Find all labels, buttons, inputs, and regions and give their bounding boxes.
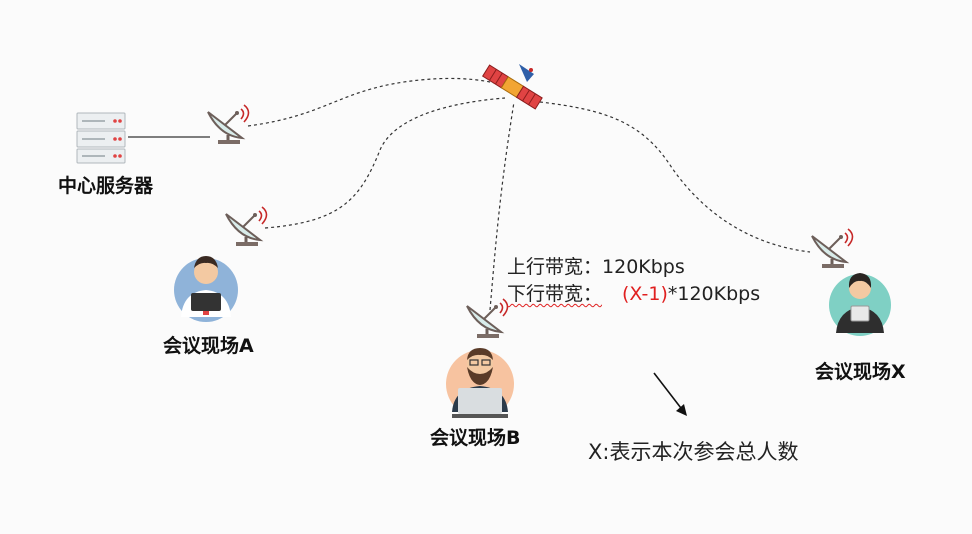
- label-site-x: 会议现场X: [815, 361, 906, 383]
- person-b-avatar: [446, 348, 514, 418]
- satellite-icon: [481, 64, 543, 110]
- arrow-icon: [653, 372, 687, 416]
- dish-site-x-icon: [810, 227, 854, 270]
- link-site-x: [521, 99, 811, 253]
- link-site-b: [489, 101, 515, 311]
- uplink-bandwidth: 上行带宽：120Kbps: [507, 252, 685, 279]
- dish-site-b-icon: [465, 297, 509, 340]
- downlink-bandwidth: 下行带宽： (X-1)*120Kbps: [507, 279, 760, 306]
- downlink-factor: (X-1): [622, 283, 668, 305]
- satellite-antenna-icon: [519, 64, 534, 82]
- uplink-value: 120Kbps: [602, 256, 685, 278]
- links: [128, 77, 811, 311]
- link-site-a: [264, 97, 506, 229]
- downlink-value: *120Kbps: [667, 283, 761, 305]
- legend-note: X:表示本次参会总人数: [588, 440, 799, 464]
- person-a-avatar: [174, 256, 238, 322]
- uplink-label: 上行带宽：: [507, 256, 603, 278]
- person-x-avatar: [829, 273, 891, 336]
- dish-server-icon: [206, 103, 250, 146]
- label-site-a: 会议现场A: [163, 335, 254, 357]
- link-server-dish: [247, 77, 513, 127]
- downlink-label: 下行带宽：: [507, 283, 603, 305]
- server-icon: [76, 112, 126, 164]
- label-site-b: 会议现场B: [430, 427, 521, 449]
- dish-site-a-icon: [224, 205, 268, 248]
- label-server: 中心服务器: [58, 175, 154, 197]
